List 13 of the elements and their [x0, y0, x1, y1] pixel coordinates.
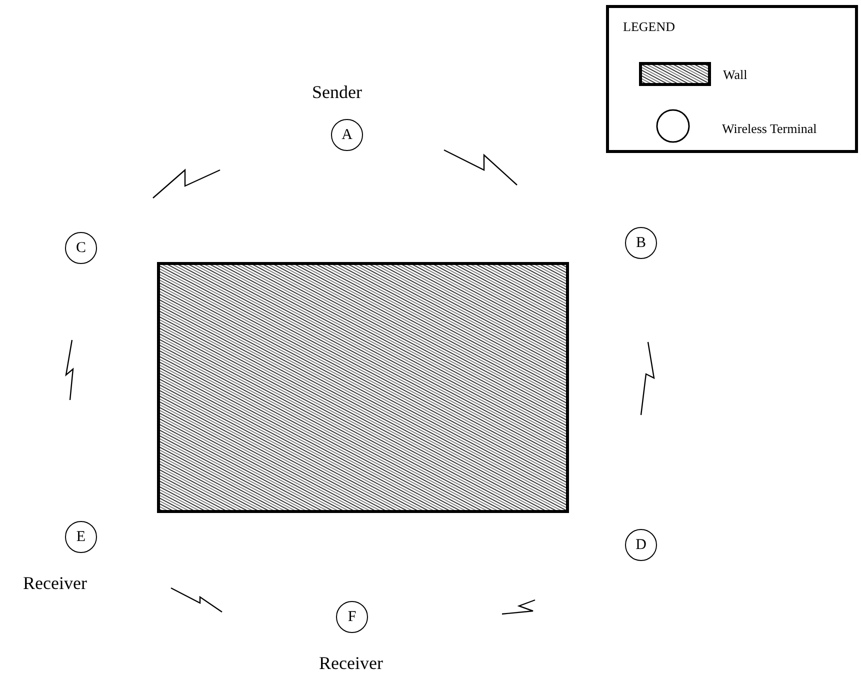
terminal-caption: Receiver	[23, 573, 87, 594]
terminal-caption: Receiver	[319, 653, 383, 674]
wireless-terminal: A	[331, 119, 363, 151]
legend-label: Wall	[723, 67, 748, 83]
wireless-terminal: E	[65, 521, 97, 553]
wireless-terminal: B	[625, 227, 657, 259]
legend-label: Wireless Terminal	[722, 121, 817, 137]
legend-title: LEGEND	[623, 19, 675, 35]
wireless-terminal: F	[336, 601, 368, 633]
wireless-terminal: D	[625, 529, 657, 561]
wall	[157, 262, 569, 513]
terminal-caption: Sender	[312, 82, 362, 103]
wireless-terminal: C	[65, 232, 97, 264]
